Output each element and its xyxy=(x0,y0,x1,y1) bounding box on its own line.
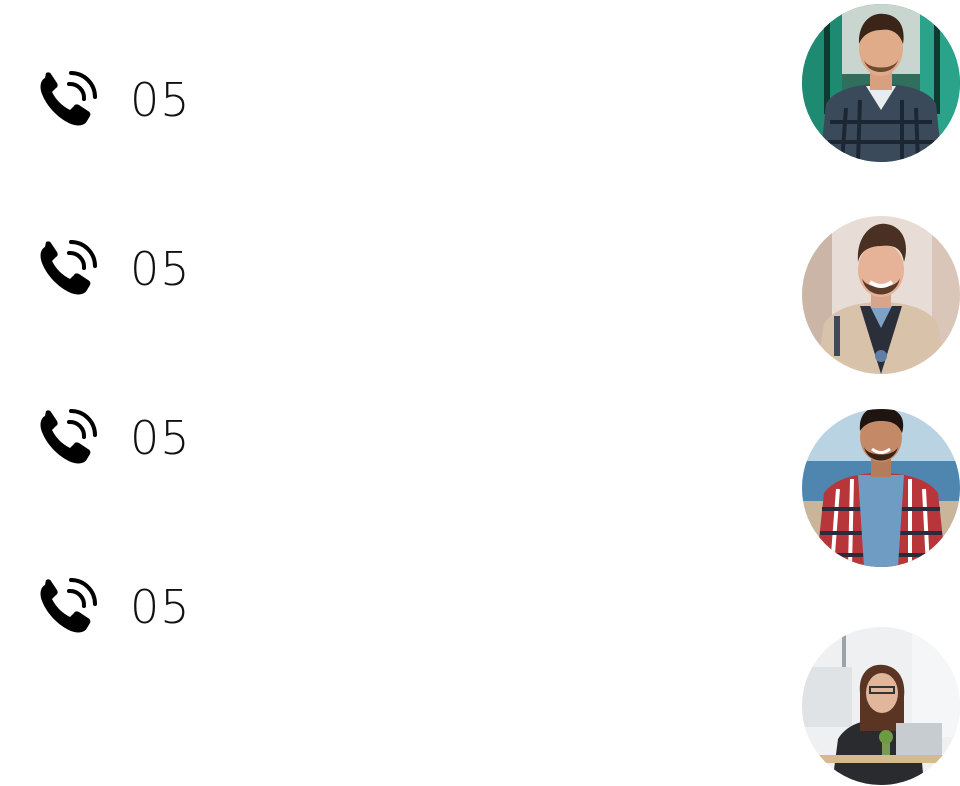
person-beach-plaid-shirt-avatar xyxy=(802,409,960,567)
contact-avatar[interactable] xyxy=(802,4,960,162)
call-row[interactable]: 05 xyxy=(38,239,191,299)
call-count: 05 xyxy=(130,411,191,465)
contact-avatar[interactable] xyxy=(802,409,960,567)
phone-ringing-icon xyxy=(40,578,97,633)
phone-ringing-icon xyxy=(40,71,97,126)
phone-ringing-icon xyxy=(40,240,97,295)
call-count: 05 xyxy=(130,73,191,127)
phone-ringing-icon xyxy=(40,409,97,464)
call-count: 05 xyxy=(130,580,191,634)
person-smiling-trench-coat-avatar xyxy=(802,216,960,374)
person-plaid-shirt-avatar xyxy=(802,4,960,162)
call-row[interactable]: 05 xyxy=(38,408,191,468)
person-woman-laptop-avatar xyxy=(802,627,960,785)
call-row[interactable]: 05 xyxy=(38,70,191,130)
contact-avatar[interactable] xyxy=(802,627,960,785)
contact-avatar[interactable] xyxy=(802,216,960,374)
call-count: 05 xyxy=(130,242,191,296)
call-row[interactable]: 05 xyxy=(38,577,191,637)
